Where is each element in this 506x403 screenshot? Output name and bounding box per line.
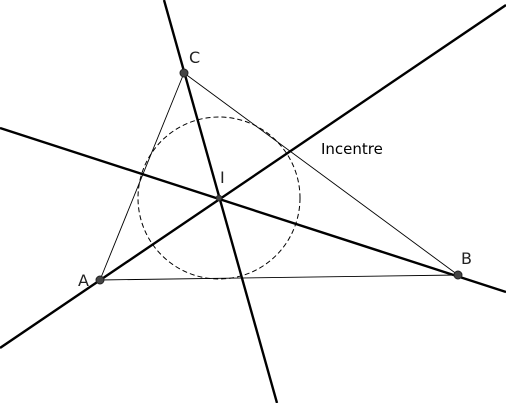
vertex-b-label: B: [461, 249, 472, 268]
incentre-label: I: [220, 168, 225, 187]
side-ac: [99, 72, 185, 281]
side-bc: [183, 72, 459, 276]
bisector-from-a: [0, 4, 506, 349]
incentre-title-label: Incentre: [321, 140, 383, 158]
vertex-c-point: [179, 68, 189, 78]
vertex-c-label: C: [189, 48, 200, 67]
vertex-b-point: [453, 270, 463, 280]
side-ab: [99, 274, 459, 281]
bisector-from-c: [162, 0, 279, 403]
incircle: [137, 116, 301, 280]
vertex-a-label: A: [78, 271, 89, 290]
vertex-a-point: [95, 275, 105, 285]
bisector-from-b: [0, 126, 506, 294]
incentre-point: [215, 194, 223, 202]
